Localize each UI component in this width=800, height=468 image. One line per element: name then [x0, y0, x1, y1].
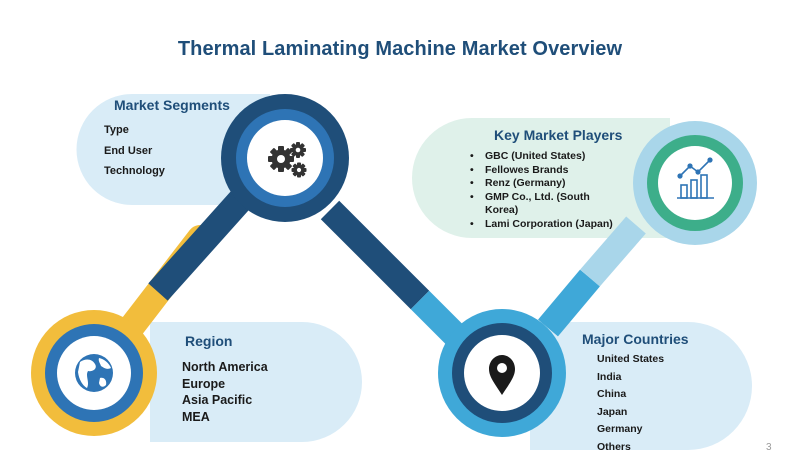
chart-icon: [677, 157, 714, 199]
list-item: United States: [597, 353, 665, 365]
list-item: Asia Pacific: [182, 393, 253, 407]
region-list: North America Europe Asia Pacific MEA: [182, 359, 268, 425]
list-item: China: [597, 388, 627, 400]
connector-segments-countries-upper: [320, 200, 430, 310]
list-item: Fellowes Brands: [470, 164, 635, 178]
list-item: India: [597, 370, 622, 383]
connector-countries-players-lower: [538, 269, 600, 337]
region-heading: Region: [185, 333, 233, 349]
countries-panel: [530, 322, 752, 450]
players-node-center: [658, 146, 732, 220]
list-item: Others: [597, 440, 631, 453]
list-item: Lami Corporation (Japan): [470, 218, 635, 232]
page-title: Thermal Laminating Machine Market Overvi…: [177, 38, 623, 60]
gears-icon: [268, 142, 307, 178]
list-item: Technology: [104, 165, 165, 177]
list-item: Germany: [597, 423, 643, 435]
list-item: North America: [182, 360, 268, 374]
list-item: Renz (Germany): [470, 177, 635, 191]
list-item: GMP Co., Ltd. (South Korea): [470, 191, 610, 218]
players-list: GBC (United States) Fellowes Brands Renz…: [470, 150, 635, 231]
list-item: GBC (United States): [470, 150, 635, 164]
segments-panel: [76, 94, 270, 205]
list-item: Type: [104, 124, 129, 136]
region-panel: [150, 322, 362, 442]
countries-list: United States India China Japan Germany …: [597, 351, 664, 456]
connector-region-segments-upper: [148, 187, 254, 301]
page-number: 3: [766, 442, 772, 453]
location-pin-icon: [489, 355, 515, 395]
globe-icon: [75, 354, 113, 392]
list-item: End User: [104, 144, 153, 157]
segments-list: Type End User Technology: [104, 120, 165, 182]
list-item: Japan: [597, 405, 628, 418]
players-heading: Key Market Players: [494, 127, 623, 143]
list-item: MEA: [182, 409, 210, 424]
list-item: Europe: [182, 376, 226, 391]
connector-countries-players-upper: [580, 216, 646, 287]
segments-heading: Market Segments: [114, 97, 230, 113]
countries-heading: Major Countries: [582, 331, 689, 347]
